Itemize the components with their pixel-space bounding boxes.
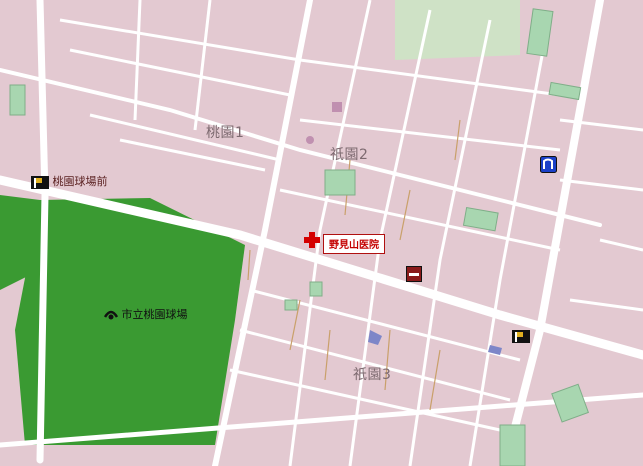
park-area-north [395, 0, 520, 60]
poi-bus-stop-momozono[interactable]: 桃園球場前 [31, 173, 108, 189]
small-building-blue [368, 330, 382, 345]
poi-bus-stop-label: 桃園球場前 [52, 175, 108, 188]
stadium-icon [103, 310, 119, 320]
area-label-gion3: 祇園3 [353, 367, 392, 383]
stadium-park [15, 198, 245, 445]
bus-stop-icon[interactable] [512, 330, 530, 343]
no-entry-icon[interactable] [406, 266, 422, 282]
bus-stop-icon [31, 175, 49, 189]
small-building-blue-2 [488, 345, 502, 355]
hospital-cross-icon[interactable] [304, 232, 320, 248]
alleys [247, 119, 461, 411]
small-building [332, 102, 342, 112]
area-label-momozono1: 桃園1 [206, 125, 245, 141]
area-label-gion2: 祇園2 [330, 147, 369, 163]
park-west-edge [0, 195, 40, 290]
buildings [9, 8, 590, 466]
poi-hospital-label[interactable]: 野見山医院 [323, 234, 385, 254]
poi-stadium-label: 市立桃園球場 [121, 308, 188, 321]
poi-stadium[interactable]: 市立桃園球場 [103, 306, 188, 322]
small-marker [306, 136, 314, 144]
gas-station-icon[interactable] [540, 156, 557, 173]
